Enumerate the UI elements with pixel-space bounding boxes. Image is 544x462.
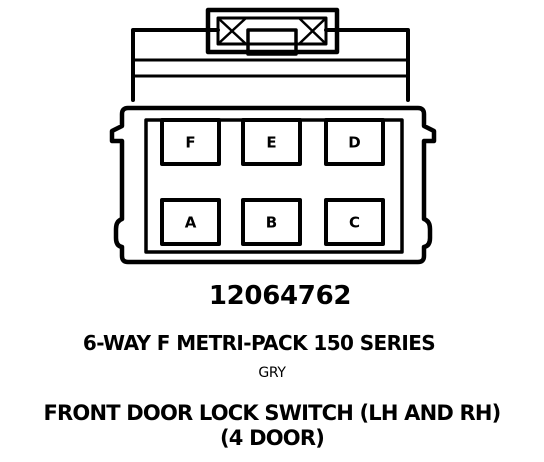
- component-title: FRONT DOOR LOCK SWITCH (LH AND RH): [43, 401, 502, 425]
- cavity-label-C: C: [349, 214, 360, 232]
- cavity-label-E: E: [266, 134, 276, 152]
- locking-tab-icon: [205, 7, 340, 56]
- cavity-A: [160, 198, 221, 246]
- cavity-C: [324, 198, 385, 246]
- cavity-label-D: D: [348, 134, 360, 152]
- part-number: 12064762: [208, 281, 352, 311]
- connector-description: 6-WAY F METRI-PACK 150 SERIES: [82, 331, 436, 355]
- component-subtitle: (4 DOOR): [219, 426, 325, 450]
- cavity-E: [241, 118, 302, 166]
- cavity-D: [324, 118, 385, 166]
- connector-face-drawing: F E D A B C: [109, 7, 437, 265]
- cavity-label-A: A: [185, 214, 197, 232]
- cavity-label-B: B: [266, 214, 277, 232]
- connector-color: GRY: [258, 365, 286, 381]
- cavity-F: [160, 118, 221, 166]
- cavity-B: [241, 198, 302, 246]
- cavity-label-F: F: [185, 134, 195, 152]
- connector-rear-housing: [131, 28, 410, 102]
